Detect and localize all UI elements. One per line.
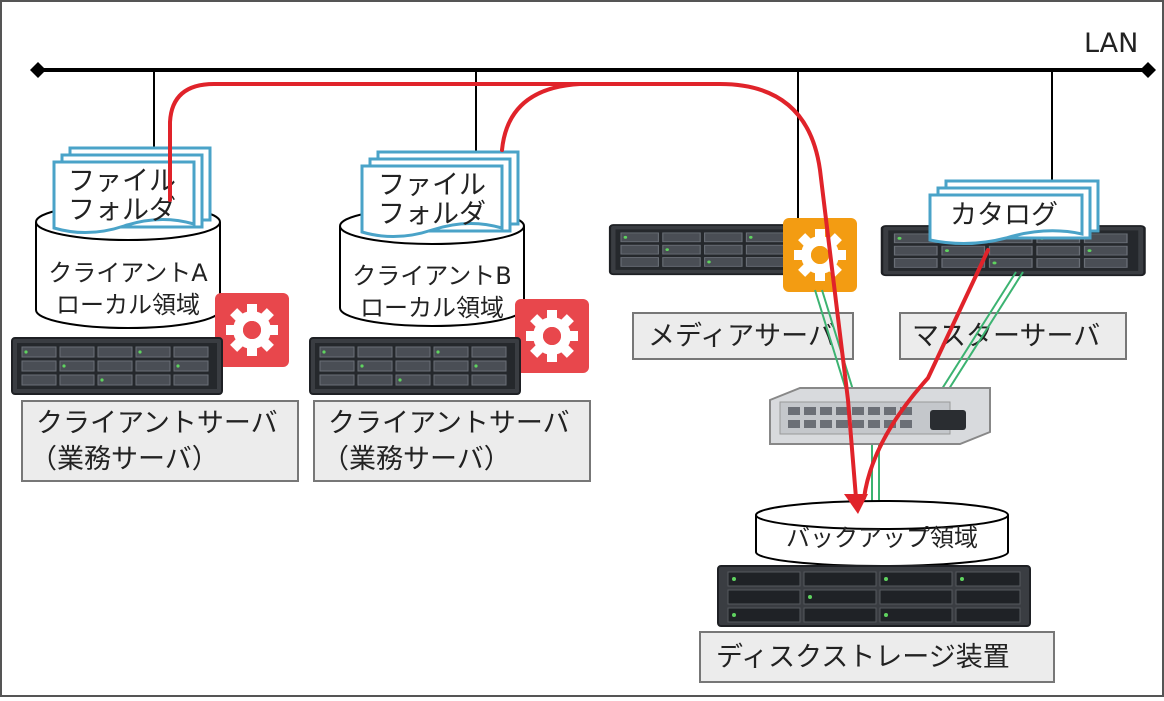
client-b-server-label-line1: クライアントサーバ [328,408,570,439]
flow-master-catalog-to-storage [862,248,990,500]
client-a-files: ファイル フォルダ [52,146,212,235]
flow-arrowhead [844,494,868,514]
client-b: クライアントB ローカル領域 ファイル フォルダ クライアントサーバ （業務サー… [309,150,591,482]
media-server-label-box: メディアサーバ [632,312,854,360]
client-b-agent-gear-icon [515,299,589,373]
client-a-doc-line2: フォルダ [68,195,176,226]
master-server: カタログ マスターサーバ [880,179,1146,360]
backup-area-label: バックアップ領域 [786,524,978,552]
client-b-doc-line2: フォルダ [378,199,486,230]
client-b-server-label-box: クライアントサーバ （業務サーバ） [313,400,591,482]
storage-enclosure [717,565,1031,627]
client-a-server-label-line1: クライアントサーバ [36,408,278,439]
fc-switch [769,387,991,445]
storage-label-box: ディスクストレージ装置 [699,631,1055,683]
client-a-server-label-line2: （業務サーバ） [30,444,219,475]
backup-area-disk: バックアップ領域 [755,500,1009,567]
lan-bus: LAN [30,28,1156,220]
client-b-disk-line1: クライアントB [352,262,512,290]
master-server-catalog-label: カタログ [950,200,1058,231]
client-b-doc-line1: ファイル [378,170,486,201]
storage-label: ディスクストレージ装置 [716,642,1010,673]
client-a-server-rack [11,337,223,395]
master-server-catalog: カタログ [928,179,1100,246]
master-server-label-box: マスターサーバ [899,312,1127,360]
client-b-server-rack [309,337,521,395]
client-a-disk-line2: ローカル領域 [56,291,200,319]
lan-left-endpoint [30,62,46,78]
client-a-server-label-box: クライアントサーバ （業務サーバ） [21,400,299,482]
client-a: クライアントA ローカル領域 ファイル フォルダ クライアントサーバ （業務サー… [11,146,299,482]
client-b-disk-line2: ローカル領域 [360,294,504,322]
lan-label: LAN [1084,28,1138,59]
client-a-disk-line1: クライアントA [48,259,208,287]
media-server-label: メディアサーバ [648,321,835,352]
lan-right-endpoint [1140,62,1156,78]
media-server-gear-icon [783,218,857,292]
flow-client-b-to-storage [500,82,582,152]
disk-storage: バックアップ領域 ディスクストレージ装置 [699,500,1055,683]
client-b-server-label-line2: （業務サーバ） [322,444,511,475]
media-server: メディアサーバ [608,218,857,360]
backup-data-flows [168,82,990,500]
flow-client-a-to-storage [168,82,858,500]
client-a-doc-line1: ファイル [68,166,176,197]
client-b-files: ファイル フォルダ [360,150,520,239]
client-a-agent-gear-icon [215,293,289,367]
